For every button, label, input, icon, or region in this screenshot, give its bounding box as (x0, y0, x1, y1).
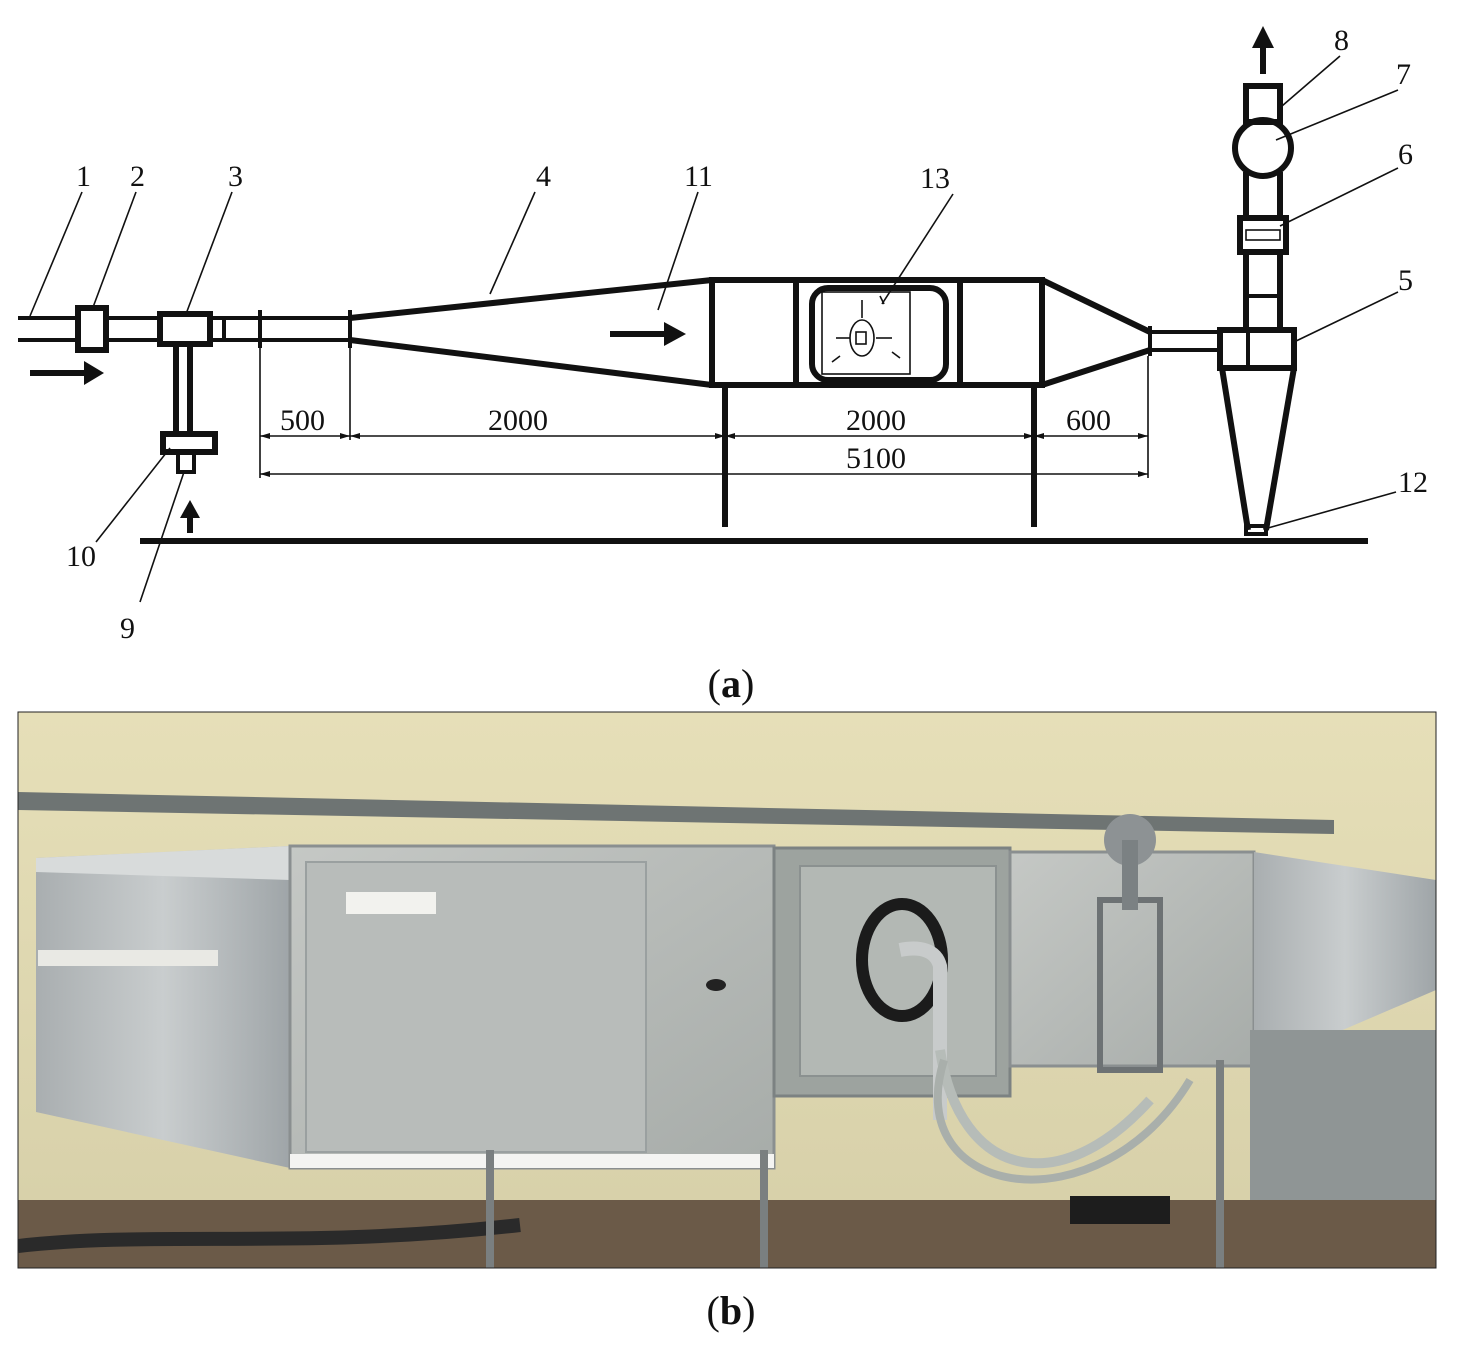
label-4: 4 (536, 160, 551, 193)
label-11: 11 (684, 160, 713, 193)
cyclone-separator (1217, 327, 1297, 536)
caption-a: (a) (708, 661, 755, 706)
label-12: 12 (1398, 466, 1428, 499)
inlet-pipe (18, 305, 160, 353)
photo-diffuser (36, 846, 290, 1168)
tee-fitting (157, 310, 352, 474)
dimension-lines (259, 348, 1149, 478)
dim-500: 500 (280, 404, 325, 437)
airflow-arrow-feed-icon (180, 500, 200, 533)
label-9: 9 (120, 612, 135, 645)
label-13: 13 (920, 162, 950, 195)
dim-5100: 5100 (846, 442, 906, 475)
label-3: 3 (228, 160, 243, 193)
diffuser-cone (349, 277, 713, 388)
label-7: 7 (1396, 58, 1411, 91)
schematic-panel-a: 1 2 3 4 11 13 8 7 6 5 12 10 9 500 2000 2… (18, 24, 1428, 645)
dim-2000-diffuser: 2000 (488, 404, 548, 437)
wall-pipe (18, 792, 1334, 834)
dim-600: 600 (1066, 404, 1111, 437)
photo-panel-b (17, 711, 1437, 1269)
exhaust-stack (1232, 83, 1294, 330)
airflow-arrow-exhaust-icon (1252, 26, 1274, 74)
leader-lines (29, 55, 1399, 603)
label-6: 6 (1398, 138, 1413, 171)
caption-b: (b) (707, 1288, 756, 1333)
label-1: 1 (76, 160, 91, 193)
airflow-arrow-chamber-icon (610, 322, 686, 346)
airflow-arrow-inlet-icon (30, 361, 104, 385)
label-10: 10 (66, 540, 96, 573)
dim-2000-chamber: 2000 (846, 404, 906, 437)
converging-nozzle (1040, 277, 1220, 388)
label-8: 8 (1334, 24, 1349, 57)
photo-nozzle (1254, 852, 1436, 1068)
test-chamber (709, 277, 1045, 388)
label-2: 2 (130, 160, 145, 193)
support-legs (722, 385, 1037, 527)
label-5: 5 (1398, 264, 1413, 297)
